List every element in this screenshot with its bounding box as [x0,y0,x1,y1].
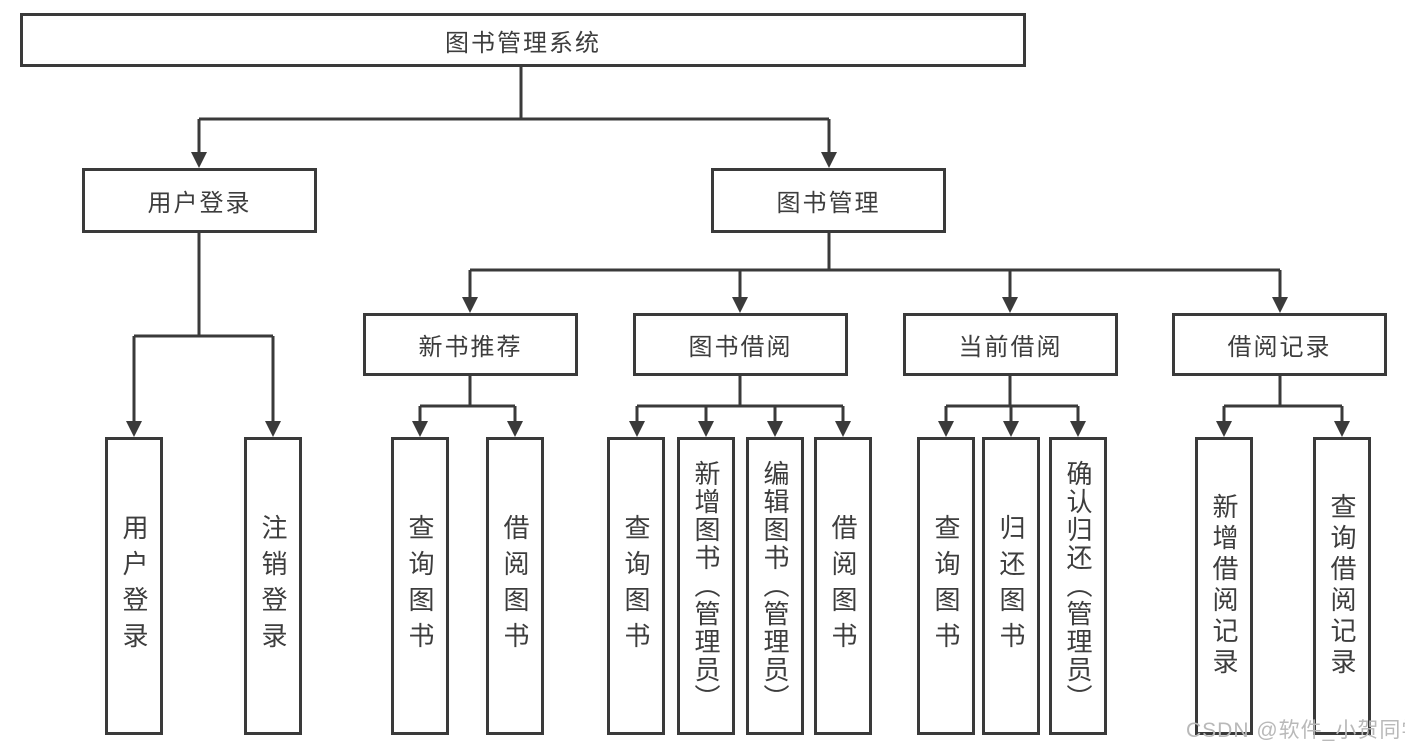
node-query-borrow-record: 查询借阅记录 [1313,437,1371,735]
node-label: 查询图书 [405,514,435,658]
node-label: 查询图书 [931,514,961,658]
connector-book-management-to-level3 [462,233,1288,313]
node-label: 用户登录 [147,190,252,217]
node-label: 借阅图书 [500,514,530,658]
node-borrow-books-under-borrow: 借阅图书 [814,437,872,735]
node-label: 新书推荐 [418,334,523,361]
node-edit-books-admin: 编辑图书（管理员） [746,437,804,735]
node-current-borrow: 当前借阅 [903,313,1118,376]
node-query-books-under-borrow: 查询图书 [607,437,665,735]
connector-book-borrow-to-children [629,376,851,437]
node-user-login-leaf: 用户登录 [105,437,163,735]
node-label: 图书管理 [776,190,881,217]
node-label: 新增借阅记录 [1209,493,1239,679]
node-label: 查询借阅记录 [1327,493,1357,679]
connector-borrow-records-to-children [1216,376,1350,437]
node-book-management: 图书管理 [711,168,946,233]
node-user-login: 用户登录 [82,168,317,233]
connector-current-borrow-to-children [938,376,1086,437]
node-book-borrow: 图书借阅 [633,313,848,376]
node-confirm-return-admin: 确认归还（管理员） [1049,437,1107,735]
node-label: 查询图书 [621,514,651,658]
csdn-watermark: CSDN @软件_小贺同学 [1186,719,1405,742]
node-label: 确认归还（管理员） [1063,460,1093,712]
node-add-borrow-record: 新增借阅记录 [1195,437,1253,735]
connector-user-login-to-children [126,233,281,437]
node-add-books-admin: 新增图书（管理员） [677,437,735,735]
node-label: 新增图书（管理员） [691,460,721,712]
node-query-books-under-recommend: 查询图书 [391,437,449,735]
node-label: 图书管理系统 [445,29,601,57]
connector-new-book-recommend-to-children [412,376,523,437]
node-logout-leaf: 注销登录 [244,437,302,735]
node-label: 编辑图书（管理员） [760,460,790,712]
node-library-management-system: 图书管理系统 [20,13,1026,67]
connector-root-to-level2 [191,66,837,168]
node-label: 注销登录 [258,514,288,658]
node-label: 图书借阅 [688,334,793,361]
node-new-book-recommend: 新书推荐 [363,313,578,376]
node-borrow-books-under-recommend: 借阅图书 [486,437,544,735]
node-label: 借阅记录 [1227,334,1332,361]
node-label: 用户登录 [119,514,149,658]
node-label: 借阅图书 [828,514,858,658]
node-label: 当前借阅 [958,334,1063,361]
node-borrow-records: 借阅记录 [1172,313,1387,376]
node-label: 归还图书 [996,514,1026,658]
node-query-books-under-current: 查询图书 [917,437,975,735]
node-return-books: 归还图书 [982,437,1040,735]
